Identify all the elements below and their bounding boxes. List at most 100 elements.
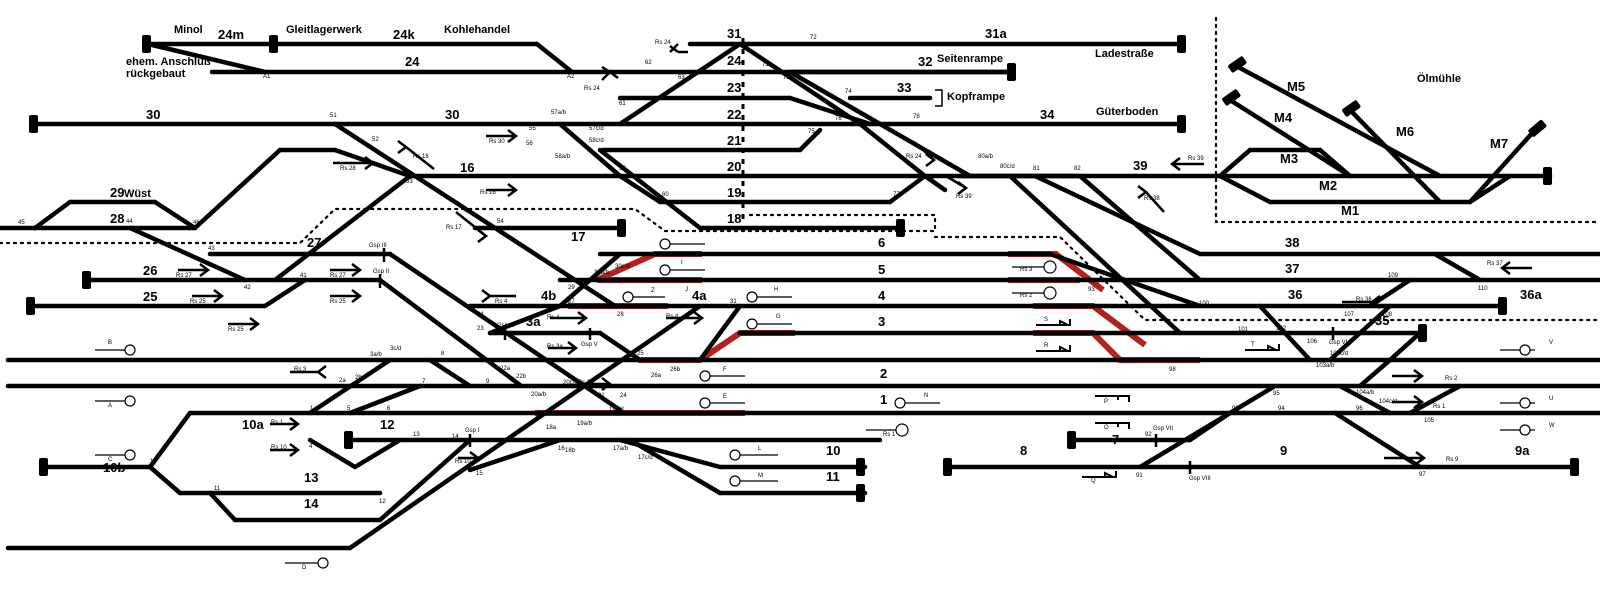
signal-name-label: Rs 1 [883,432,896,438]
switch-number-label: 54 [497,219,504,225]
signal-name-label: Rs 16 [413,154,429,160]
siding-name-label: Kopframpe [947,91,1005,103]
switch-number-label: 55 [529,126,536,132]
track-number-label: 17 [571,229,585,244]
shunt-signal-letter: A [108,403,112,409]
signal-name-label: Rs 38 [1144,196,1160,202]
signal-name-label: Rs 3a [547,344,563,350]
switch-number-label: 42 [244,285,251,291]
switch-number-label: 107 [1344,312,1355,318]
siding-name-label: rückgebaut [126,68,186,80]
switch-number-label: 46 [193,220,200,226]
track-number-label: 2 [880,366,887,381]
signal-name-label: Rs 1 [271,420,284,426]
switch-number-label: 1 [310,406,314,412]
track-number-label: 3a [526,314,541,329]
shunt-signal-letter: W [1549,423,1555,429]
station-boundaries [0,16,1600,322]
track-number-label: 20 [727,159,741,174]
switch-number-label: 10 [150,459,157,465]
switch-number-label: 29 [568,285,575,291]
track-number-label: M4 [1274,110,1293,125]
signal-name-label: Rs 25 [228,327,244,333]
signal-name-label: Gsp VIII [1189,476,1211,482]
switch-number-label: 19a/b [577,421,593,427]
switch-number-label: 76 [835,116,842,122]
switch-number-label: 12 [379,499,386,505]
signal-name-label: Rs 2 [1445,376,1458,382]
track-number-label: 39 [1133,158,1147,173]
signal-name-label: Rs 30 [489,139,505,145]
switch-number-label: 43 [208,246,215,252]
track-number-label: 28 [110,211,124,226]
track-number-label: 34 [1040,107,1055,122]
switch-number-label: 105 [1424,418,1435,424]
track-number-label: 30 [445,107,459,122]
track-number-label: 24 [405,54,420,69]
shunt-signal-letter: P [1104,399,1108,405]
signal-name-label: Rs 24 [655,40,671,46]
signal-name-label: Rs 1 [1433,404,1446,410]
track-number-label: 36 [1288,287,1302,302]
track-number-label: 3 [878,314,885,329]
track-number-label: 16 [460,160,474,175]
switch-number-label: 51 [330,113,337,119]
track-number-label: 33 [897,80,911,95]
track-number-label: 5 [878,262,885,277]
switch-number-label: 61 [619,101,626,107]
track-number-label: 24k [393,27,415,42]
track-number-label: 36a [1520,287,1542,302]
switch-number-label: 15 [476,471,483,477]
track-number-label: 9a [1515,443,1530,458]
shunt-signal-letter: F [723,367,727,373]
track-number-label: 27 [307,235,321,250]
switch-number-label: 52 [372,137,379,143]
switch-number-label: 103c/d [1330,351,1348,357]
switch-number-label: 93 [1088,287,1095,293]
switch-number-label: 100 [1199,301,1210,307]
signal-name-label: Gsp IV [497,323,515,329]
switch-number-label: 73 [783,75,790,81]
switch-number-label: 71 [762,62,769,68]
signal-name-label: Rs 3 [578,380,591,386]
switch-number-label: 27 [568,299,575,305]
track-number-label: 30 [146,107,160,122]
signal-name-label: Gsp VI [1329,340,1348,346]
track-number-label: 6 [878,235,885,250]
switch-number-label: 60 [662,192,669,198]
switch-number-label: 45 [18,220,25,226]
signal-name-label: Rs 27 [176,273,192,279]
track-number-label: 10 [826,443,840,458]
switch-number-label: 17a/b [613,446,629,452]
switch-number-label: 109 [1388,273,1399,279]
switch-number-label: A2 [567,74,575,80]
track-number-label: 4b [541,288,556,303]
signal-name-label: Gsp I [465,428,480,434]
track-number-label: 11 [826,469,840,484]
track-number-label: 37 [1285,261,1299,276]
track-number-label: 8 [1020,443,1027,458]
track-number-label: 7 [1112,432,1119,447]
signal-name-label: Rs 4 [547,315,560,321]
switch-number-label: 75 [808,129,815,135]
signal-name-label: Rs 24 [906,154,922,160]
track-number-label: 12 [380,417,394,432]
track-number-label: 23 [727,80,741,95]
signal-name-label: Rs 16 [480,190,496,196]
switch-number-label: 106 [1307,339,1318,345]
switch-number-label: 8 [441,351,445,357]
track-number-label: 9 [1280,443,1287,458]
shunt-signal-letter: Z [651,288,655,294]
track-number-label: M7 [1490,136,1508,151]
switch-number-label: 56 [526,141,533,147]
track-number-label: 4 [878,288,886,303]
track-number-label: 1 [880,392,887,407]
track-number-label: 32 [918,54,932,69]
switch-number-label: 96 [1356,406,1363,412]
track-number-label: M6 [1396,124,1414,139]
tracks [0,41,1600,551]
signal-name-label: Rs 9 [1446,457,1459,463]
signal-name-label: Rs 10 [271,445,287,451]
switch-number-label: 101 [1238,327,1249,333]
